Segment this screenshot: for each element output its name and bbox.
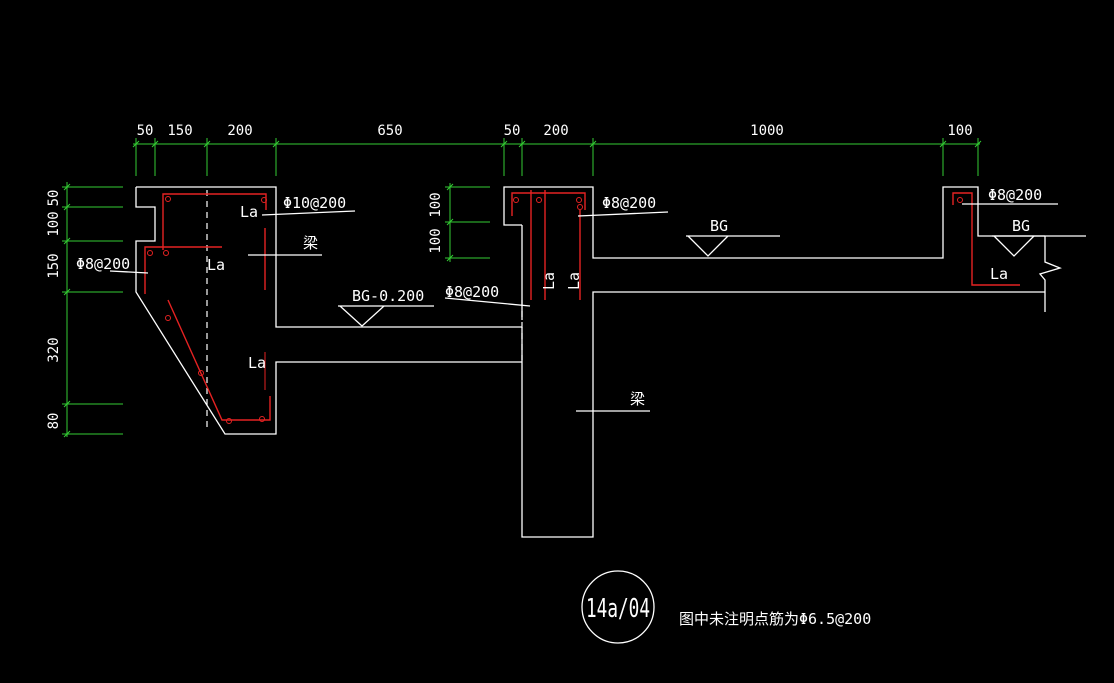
detail-ref-circle	[581, 570, 655, 644]
concrete-outline	[135, 186, 1062, 538]
label-bg-2: BG	[1012, 217, 1030, 235]
label-beam-1: 梁	[303, 234, 318, 252]
detail-ref-text: 14a/04	[586, 594, 650, 624]
dim-top-2: 150	[167, 123, 192, 139]
label-phi10: Φ10@200	[283, 194, 346, 212]
rebar-mid	[511, 190, 586, 300]
dim-top-1: 50	[137, 123, 154, 139]
dim-left-2: 100	[46, 211, 62, 236]
label-la-5: La	[565, 272, 583, 290]
dim-top-4: 650	[377, 123, 402, 139]
dim-top-3: 200	[227, 123, 252, 139]
dim-top-6: 200	[543, 123, 568, 139]
drawing-note: 图中未注明点筋为Φ6.5@200	[679, 610, 871, 628]
label-bg-1: BG	[710, 217, 728, 235]
rebar-left	[144, 193, 271, 424]
rebar-right	[952, 192, 1020, 286]
dim-mid-2: 100	[428, 228, 444, 253]
dim-mid-1: 100	[428, 192, 444, 217]
mid-dimension-line	[445, 183, 490, 262]
dim-top-5: 50	[504, 123, 521, 139]
dim-left-4: 320	[46, 337, 62, 362]
dim-top-8: 100	[947, 123, 972, 139]
label-phi8-mid: Φ8@200	[445, 283, 499, 301]
label-la-1: La	[240, 203, 258, 221]
leader-lines	[109, 203, 1086, 412]
left-dimension-line	[62, 182, 123, 438]
label-bg-minus: BG-0.200	[352, 287, 424, 305]
label-phi8-right: Φ8@200	[988, 186, 1042, 204]
label-beam-2: 梁	[630, 390, 645, 408]
label-la-2: La	[207, 256, 225, 274]
label-phi8-mid-top: Φ8@200	[602, 194, 656, 212]
label-la-3: La	[248, 354, 266, 372]
label-la-4: La	[540, 272, 558, 290]
label-phi8-left: Φ8@200	[76, 255, 130, 273]
dim-left-5: 80	[46, 413, 62, 430]
top-dimension-line	[132, 138, 982, 176]
dim-left-3: 150	[46, 253, 62, 278]
dim-top-7: 1000	[750, 123, 784, 139]
dim-left-1: 50	[46, 190, 62, 207]
label-la-6: La	[990, 265, 1008, 283]
